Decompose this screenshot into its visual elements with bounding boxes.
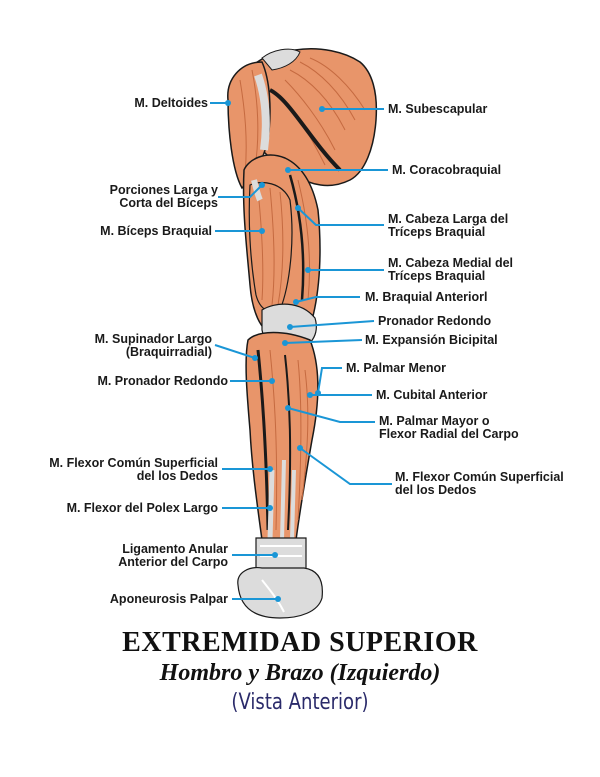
hand-region [237, 537, 323, 619]
label-cubital-anterior: M. Cubital Anterior [376, 388, 488, 402]
label-triceps-larga: M. Cabeza Larga del Tríceps Braquial [388, 212, 509, 239]
label-braquial-anterior: M. Braquial Anteriorl [365, 290, 488, 304]
label-biceps-porciones: Porciones Larga y Corta del Bíceps [109, 183, 218, 210]
label-subescapular: M. Subescapular [388, 102, 488, 116]
upper-arm-region [242, 154, 321, 351]
forearm-region [245, 331, 319, 541]
label-coracobraquial: M. Coracobraquial [392, 163, 502, 177]
view-caption: (Vista Anterior) [231, 690, 369, 715]
label-ligamento-anular: Ligamento Anular Anterior del Carpo [118, 542, 228, 569]
label-deltoides: M. Deltoides [134, 96, 208, 110]
page-subtitle: Hombro y Brazo (Izquierdo) [159, 660, 441, 686]
label-pronador-redondo-right: Pronador Redondo [378, 314, 492, 328]
page-title: EXTREMIDAD SUPERIOR [122, 627, 478, 658]
label-palmar-menor: M. Palmar Menor [346, 361, 447, 375]
label-triceps-medial: M. Cabeza Medial del Tríceps Braquial [388, 256, 514, 283]
label-aponeurosis: Aponeurosis Palpar [109, 592, 228, 606]
label-pronador-redondo-left: M. Pronador Redondo [97, 374, 228, 388]
label-biceps-braquial: M. Bíceps Braquial [100, 224, 212, 238]
label-supinador-largo: M. Supinador Largo (Braquirradial) [94, 332, 212, 359]
leader-dots [225, 100, 325, 602]
label-palmar-mayor: M. Palmar Mayor o Flexor Radial del Carp… [379, 414, 519, 441]
label-flexor-comun-right: M. Flexor Común Superficial del los Dedo… [395, 470, 564, 497]
label-flexor-polex: M. Flexor del Polex Largo [66, 501, 218, 515]
label-flexor-comun-left: M. Flexor Común Superficial del los Dedo… [49, 456, 218, 483]
label-expansion-bicipital: M. Expansión Bicipital [365, 333, 498, 347]
